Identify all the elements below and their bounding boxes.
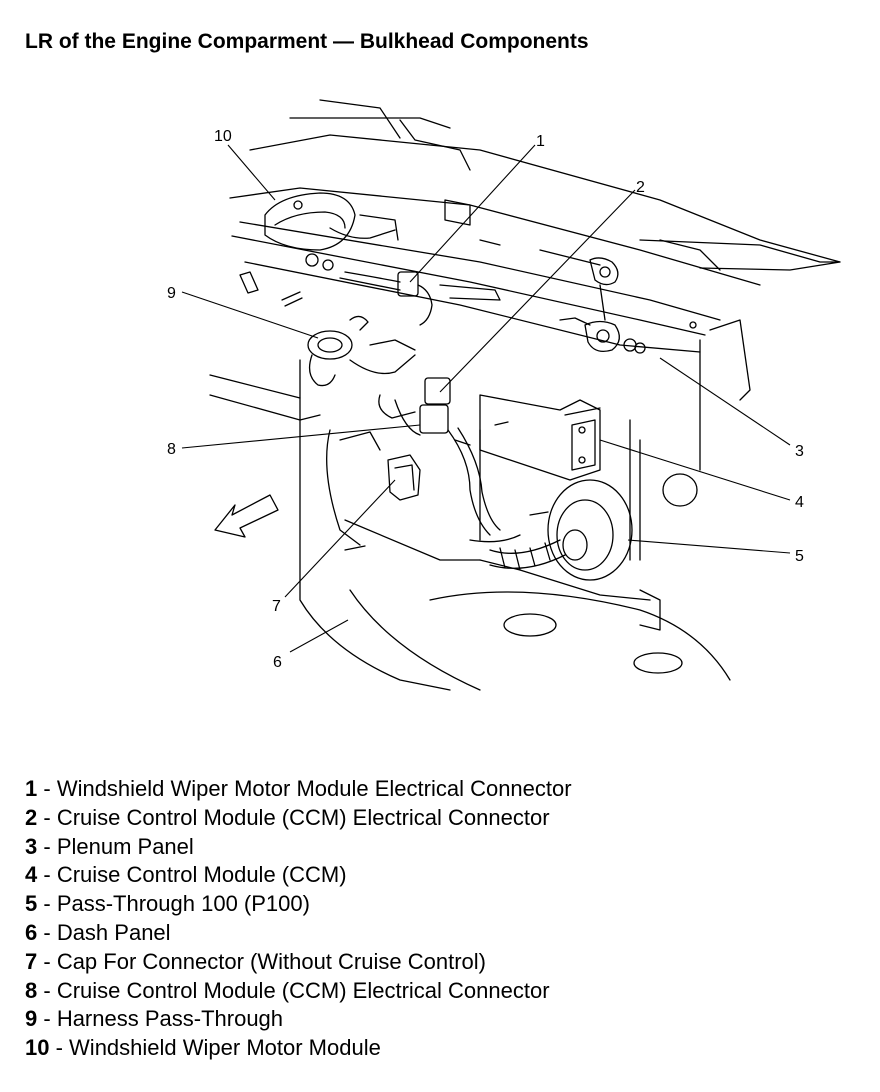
legend-item: 1 - Windshield Wiper Motor Module Electr… <box>25 775 572 804</box>
leader-3 <box>659 357 791 446</box>
direction-arrow <box>214 494 279 538</box>
bolts <box>239 271 549 551</box>
legend-label: Plenum Panel <box>56 833 194 859</box>
legend-number: 6 <box>25 919 38 945</box>
legend-separator: - <box>49 1035 70 1061</box>
leader-1 <box>409 144 536 283</box>
connector-cap <box>387 454 421 501</box>
legend-separator: - <box>37 776 57 801</box>
leader-10 <box>227 144 276 201</box>
legend-number: 8 <box>25 977 38 1003</box>
legend-item: 7 - Cap For Connector (Without Cruise Co… <box>25 948 572 977</box>
leader-lines <box>181 144 791 653</box>
legend-number: 2 <box>25 804 38 830</box>
wiper-motor-module <box>264 192 399 271</box>
plenum-panel-outline <box>229 99 841 353</box>
legend-number: 7 <box>25 948 38 974</box>
legend-label: Cruise Control Module (CCM) Electrical C… <box>56 804 550 830</box>
legend-item: 10 - Windshield Wiper Motor Module <box>25 1034 572 1063</box>
legend-label: Harness Pass-Through <box>56 1006 284 1032</box>
callout-6: 6 <box>273 654 282 671</box>
callout-9: 9 <box>167 285 176 302</box>
legend-label: Pass-Through 100 (P100) <box>56 891 310 917</box>
leader-6 <box>289 619 349 653</box>
ccm-connectors <box>378 377 501 536</box>
wiper-linkage <box>559 257 697 354</box>
callout-labels: 1 2 3 4 5 6 7 8 9 10 <box>167 128 804 671</box>
legend-separator: - <box>37 833 57 859</box>
bulkhead-illustration: 1 2 3 4 5 6 7 8 9 10 <box>167 99 841 691</box>
legend-separator: - <box>37 977 57 1003</box>
cruise-control-module <box>479 394 601 481</box>
leader-2 <box>439 189 636 393</box>
legend-item: 5 - Pass-Through 100 (P100) <box>25 890 572 919</box>
legend-separator: - <box>37 1006 57 1032</box>
wiper-connector-harness <box>339 271 501 326</box>
leader-5 <box>627 539 791 554</box>
legend-item: 2 - Cruise Control Module (CCM) Electric… <box>25 804 572 833</box>
callout-5: 5 <box>795 548 804 565</box>
legend-number: 5 <box>25 891 38 917</box>
harness-pass-through <box>307 315 416 387</box>
legend-number: 4 <box>25 862 38 888</box>
callout-3: 3 <box>795 443 804 460</box>
callout-7: 7 <box>272 598 281 615</box>
legend-item: 9 - Harness Pass-Through <box>25 1005 572 1034</box>
legend-item: 3 - Plenum Panel <box>25 833 572 862</box>
legend-label: Cruise Control Module (CCM) <box>56 862 347 888</box>
callout-4: 4 <box>795 494 804 511</box>
component-legend: 1 - Windshield Wiper Motor Module Electr… <box>25 775 572 1063</box>
legend-item: 4 - Cruise Control Module (CCM) <box>25 861 572 890</box>
legend-label: Windshield Wiper Motor Module <box>69 1035 381 1061</box>
callout-8: 8 <box>167 441 176 458</box>
legend-item: 6 - Dash Panel <box>25 919 572 948</box>
callout-1: 1 <box>536 133 545 150</box>
leader-4 <box>599 439 791 501</box>
leader-8 <box>181 424 421 449</box>
legend-label: Cruise Control Module (CCM) Electrical C… <box>56 977 550 1003</box>
legend-number: 3 <box>25 833 38 859</box>
legend-separator: - <box>37 948 57 974</box>
legend-separator: - <box>37 804 57 830</box>
diagram-title: LR of the Engine Comparment — Bulkhead C… <box>25 30 589 53</box>
callout-2: 2 <box>636 179 645 196</box>
legend-separator: - <box>37 862 57 888</box>
pass-through-p100 <box>489 479 633 581</box>
legend-label: Dash Panel <box>56 919 171 945</box>
legend-item: 8 - Cruise Control Module (CCM) Electric… <box>25 977 572 1006</box>
legend-number: 10 <box>25 1035 50 1061</box>
legend-number: 9 <box>25 1006 38 1032</box>
legend-separator: - <box>37 919 57 945</box>
legend-label: Windshield Wiper Motor Module Electrical… <box>56 776 572 801</box>
legend-separator: - <box>37 891 57 917</box>
legend-number: 1 <box>25 776 38 801</box>
leader-9 <box>181 291 319 339</box>
callout-10: 10 <box>214 128 232 145</box>
legend-label: Cap For Connector (Without Cruise Contro… <box>56 948 486 974</box>
leader-7 <box>284 479 396 598</box>
dash-panel-outline <box>209 319 751 691</box>
